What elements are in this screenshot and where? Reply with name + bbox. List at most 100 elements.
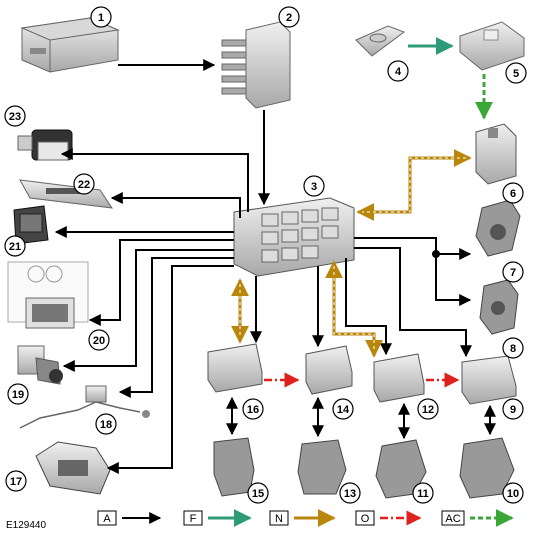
callout-number: 12 xyxy=(422,404,434,416)
callout-circle xyxy=(247,482,269,504)
callout-number: 14 xyxy=(337,404,350,416)
callout-5: 5 xyxy=(505,62,527,84)
callout-21: 21 xyxy=(4,235,26,257)
callout-number: 16 xyxy=(247,404,259,416)
legend-item-f: F xyxy=(183,509,252,527)
callout-circle xyxy=(502,482,524,504)
callout-number: 8 xyxy=(510,343,516,355)
connections xyxy=(54,37,496,474)
callout-number: 20 xyxy=(93,335,105,347)
callout-circle xyxy=(278,6,300,28)
callout-circle xyxy=(502,398,524,420)
callout-number: 2 xyxy=(286,12,292,24)
horn-sensor-illustration xyxy=(19,385,150,429)
callout-number: 7 xyxy=(510,267,516,279)
legend-label-ac: AC xyxy=(445,513,460,525)
callout-circle xyxy=(303,175,325,197)
legend-label-n: N xyxy=(275,513,283,525)
callout-number: 15 xyxy=(252,488,264,500)
door-lock-13-illustration xyxy=(297,439,347,495)
callout-number: 5 xyxy=(513,68,519,80)
callout-circle xyxy=(7,383,29,405)
callout-1: 1 xyxy=(90,6,112,28)
callout-number: 10 xyxy=(507,488,519,500)
door-module-16-illustration xyxy=(207,343,263,393)
callout-number: 19 xyxy=(12,389,24,401)
callout-13: 13 xyxy=(339,482,361,504)
callout-7: 7 xyxy=(502,261,524,283)
callout-number: 4 xyxy=(395,66,402,78)
callout-circle xyxy=(73,173,95,195)
legend-label-o: O xyxy=(361,513,370,525)
callout-number: 18 xyxy=(100,419,112,431)
callout-circle xyxy=(242,398,264,420)
door-module-9-illustration xyxy=(461,355,517,405)
callout-circle xyxy=(502,261,524,283)
callout-number: 6 xyxy=(510,188,516,200)
central-junction-box-illustration xyxy=(233,197,355,277)
tailgate-latch-illustration xyxy=(35,441,111,495)
callout-4: 4 xyxy=(387,60,409,82)
legend-label-f: F xyxy=(190,513,197,525)
callout-number: 21 xyxy=(9,241,21,253)
callout-9: 9 xyxy=(502,398,524,420)
callout-number: 9 xyxy=(510,404,516,416)
callout-23: 23 xyxy=(4,105,26,127)
callout-circle xyxy=(4,105,26,127)
legend-item-o: O xyxy=(355,510,422,526)
callout-circle xyxy=(90,6,112,28)
callout-circle xyxy=(417,398,439,420)
callout-circle xyxy=(5,470,27,492)
callout-circle xyxy=(339,482,361,504)
callout-number: 23 xyxy=(9,111,21,123)
legend-item-n: N xyxy=(269,509,336,527)
callout-14: 14 xyxy=(332,398,354,420)
callout-circle xyxy=(412,482,434,504)
legend: A F N O AC xyxy=(97,509,514,527)
callout-circle xyxy=(95,413,117,435)
receiver-illustration xyxy=(459,21,525,71)
callout-3: 3 xyxy=(303,175,325,197)
callout-17: 17 xyxy=(5,470,27,492)
keyless-module-illustration xyxy=(475,123,517,185)
callout-11: 11 xyxy=(412,482,434,504)
callout-10: 10 xyxy=(502,482,524,504)
latch-lower-illustration xyxy=(479,279,519,335)
legend-item-a: A xyxy=(97,510,162,526)
tailgate-switch-illustration xyxy=(17,129,73,161)
callout-circle xyxy=(502,337,524,359)
latch-upper-illustration xyxy=(475,199,521,257)
callout-circle xyxy=(4,235,26,257)
callout-20: 20 xyxy=(88,329,110,351)
callout-circle xyxy=(502,182,524,204)
callout-6: 6 xyxy=(502,182,524,204)
callout-circle xyxy=(505,62,527,84)
display-illustration xyxy=(7,261,89,329)
door-lock-10-illustration xyxy=(459,437,515,499)
siren-illustration xyxy=(17,345,63,385)
interior-light-illustration xyxy=(19,179,114,209)
callout-number: 13 xyxy=(344,488,356,500)
callout-circle xyxy=(387,60,409,82)
legend-label-a: A xyxy=(103,513,111,525)
callout-12: 12 xyxy=(417,398,439,420)
callout-number: 22 xyxy=(78,179,90,191)
callout-circle xyxy=(88,329,110,351)
smart-junction-box-illustration xyxy=(221,21,291,109)
door-module-12-illustration xyxy=(373,353,425,403)
callout-number: 17 xyxy=(10,476,22,488)
callout-8: 8 xyxy=(502,337,524,359)
legend-item-ac: AC xyxy=(441,509,514,527)
callout-number: 3 xyxy=(311,181,317,193)
callout-19: 19 xyxy=(7,383,29,405)
figure-reference: E129440 xyxy=(6,520,46,531)
switch-pack-illustration xyxy=(13,205,49,245)
callout-16: 16 xyxy=(242,398,264,420)
callout-18: 18 xyxy=(95,413,117,435)
callout-15: 15 xyxy=(247,482,269,504)
callout-number: 1 xyxy=(98,12,104,24)
key-fob-illustration xyxy=(355,25,406,57)
door-module-14-illustration xyxy=(305,345,353,395)
